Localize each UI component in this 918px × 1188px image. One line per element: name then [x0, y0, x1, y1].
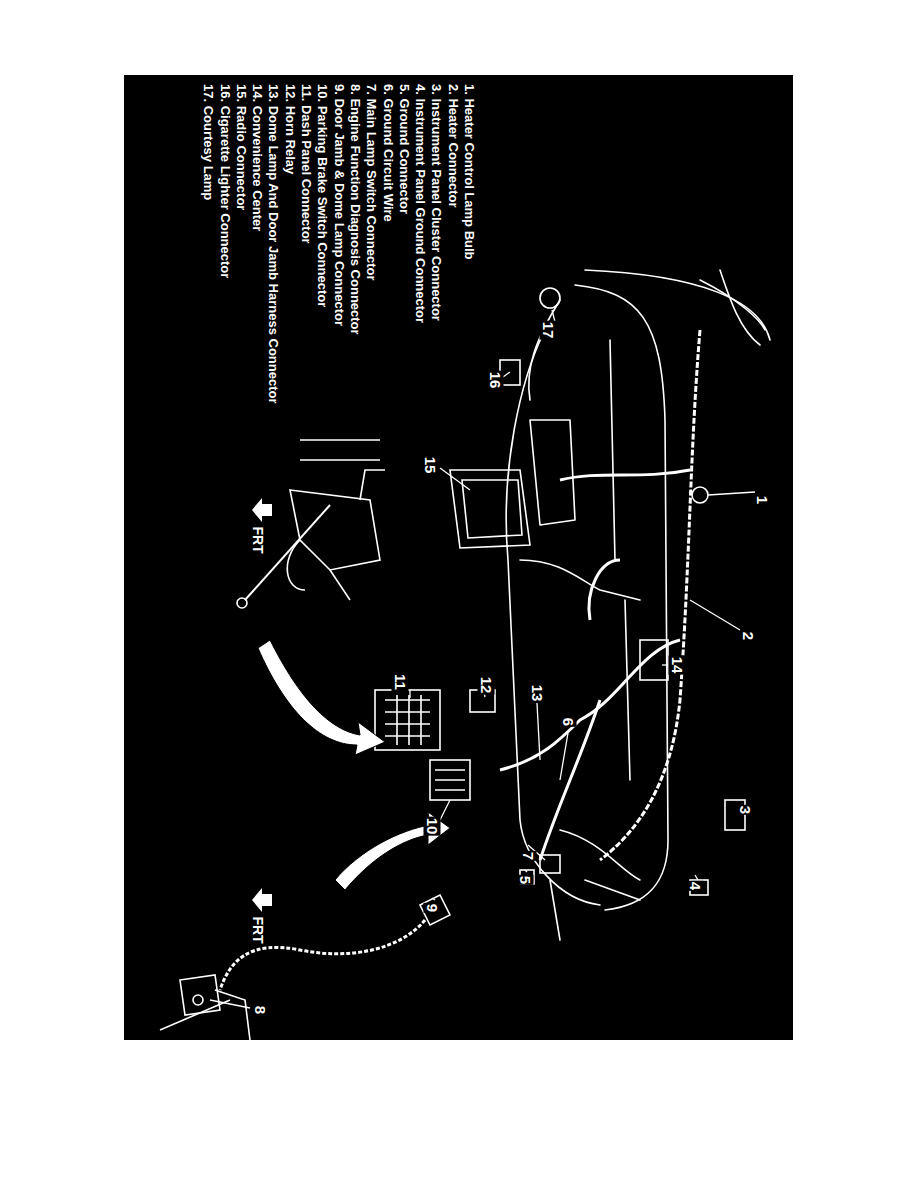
black-ground — [124, 75, 793, 1040]
legend-item: 12. Horn Relay — [284, 84, 297, 174]
legend-item: 11. Dash Panel Connector — [300, 84, 313, 244]
dash-panel-connector — [375, 690, 440, 750]
callout-number: 6 — [560, 717, 577, 727]
leader-lines — [210, 310, 755, 1008]
legend-item: 7. Main Lamp Switch Connector — [365, 84, 378, 280]
callout-number: 5 — [517, 875, 534, 885]
callout-number: 10 — [424, 817, 441, 836]
callout-number: 7 — [520, 851, 537, 861]
callout-number: 11 — [392, 673, 409, 691]
legend-item: 6. Ground Circuit Wire — [382, 84, 395, 222]
convenience-center — [640, 640, 668, 680]
callout-number: 12 — [478, 676, 495, 695]
callout-number: 17 — [540, 321, 557, 340]
legend-item: 17. Courtesy Lamp — [202, 84, 215, 200]
legend-item: 13. Dome Lamp And Door Jamb Harness Conn… — [267, 84, 280, 404]
direction-label: FRT — [250, 525, 266, 554]
legend-item: 3. Instrument Panel Cluster Connector — [430, 84, 443, 321]
frt-arrows — [252, 498, 272, 912]
wire-harness — [500, 330, 700, 860]
legend-item: 9. Door Jamb & Dome Lamp Connector — [333, 84, 346, 326]
legend-item: 2. Heater Connector — [447, 84, 460, 208]
legend-item: 1. Heater Control Lamp Bulb — [463, 84, 476, 260]
legend-item: 4. Instrument Panel Ground Connector — [414, 84, 427, 323]
callout-number: 9 — [424, 903, 441, 913]
callout-number: 8 — [252, 1005, 269, 1015]
inset-diagnosis — [160, 895, 450, 1040]
legend-item: 14. Convenience Center — [251, 84, 264, 231]
radio-box — [450, 470, 530, 548]
legend-item: 8. Engine Function Diagnosis Connector — [349, 84, 362, 335]
legend-item: 16. Cigarette Lighter Connector — [219, 84, 232, 278]
callout-number: 15 — [422, 456, 439, 475]
callout-number: 14 — [669, 656, 686, 675]
dash-outline — [506, 270, 770, 940]
direction-label: FRT — [250, 915, 266, 944]
components — [375, 288, 745, 895]
callout-number: 3 — [737, 805, 754, 815]
inset-bracket — [237, 440, 385, 608]
callout-number: 1 — [754, 495, 771, 505]
callout-number: 4 — [687, 881, 704, 891]
legend-item: 10. Parking Brake Switch Connector — [316, 84, 329, 307]
big-arrows — [258, 640, 450, 890]
courtesy-lamp — [540, 288, 560, 308]
callout-number: 16 — [487, 371, 504, 390]
callout-number: 2 — [740, 631, 757, 641]
callout-number: 13 — [529, 684, 546, 703]
legend-item: 15. Radio Connector — [235, 84, 248, 210]
legend-item: 5. Ground Connector — [398, 84, 411, 214]
